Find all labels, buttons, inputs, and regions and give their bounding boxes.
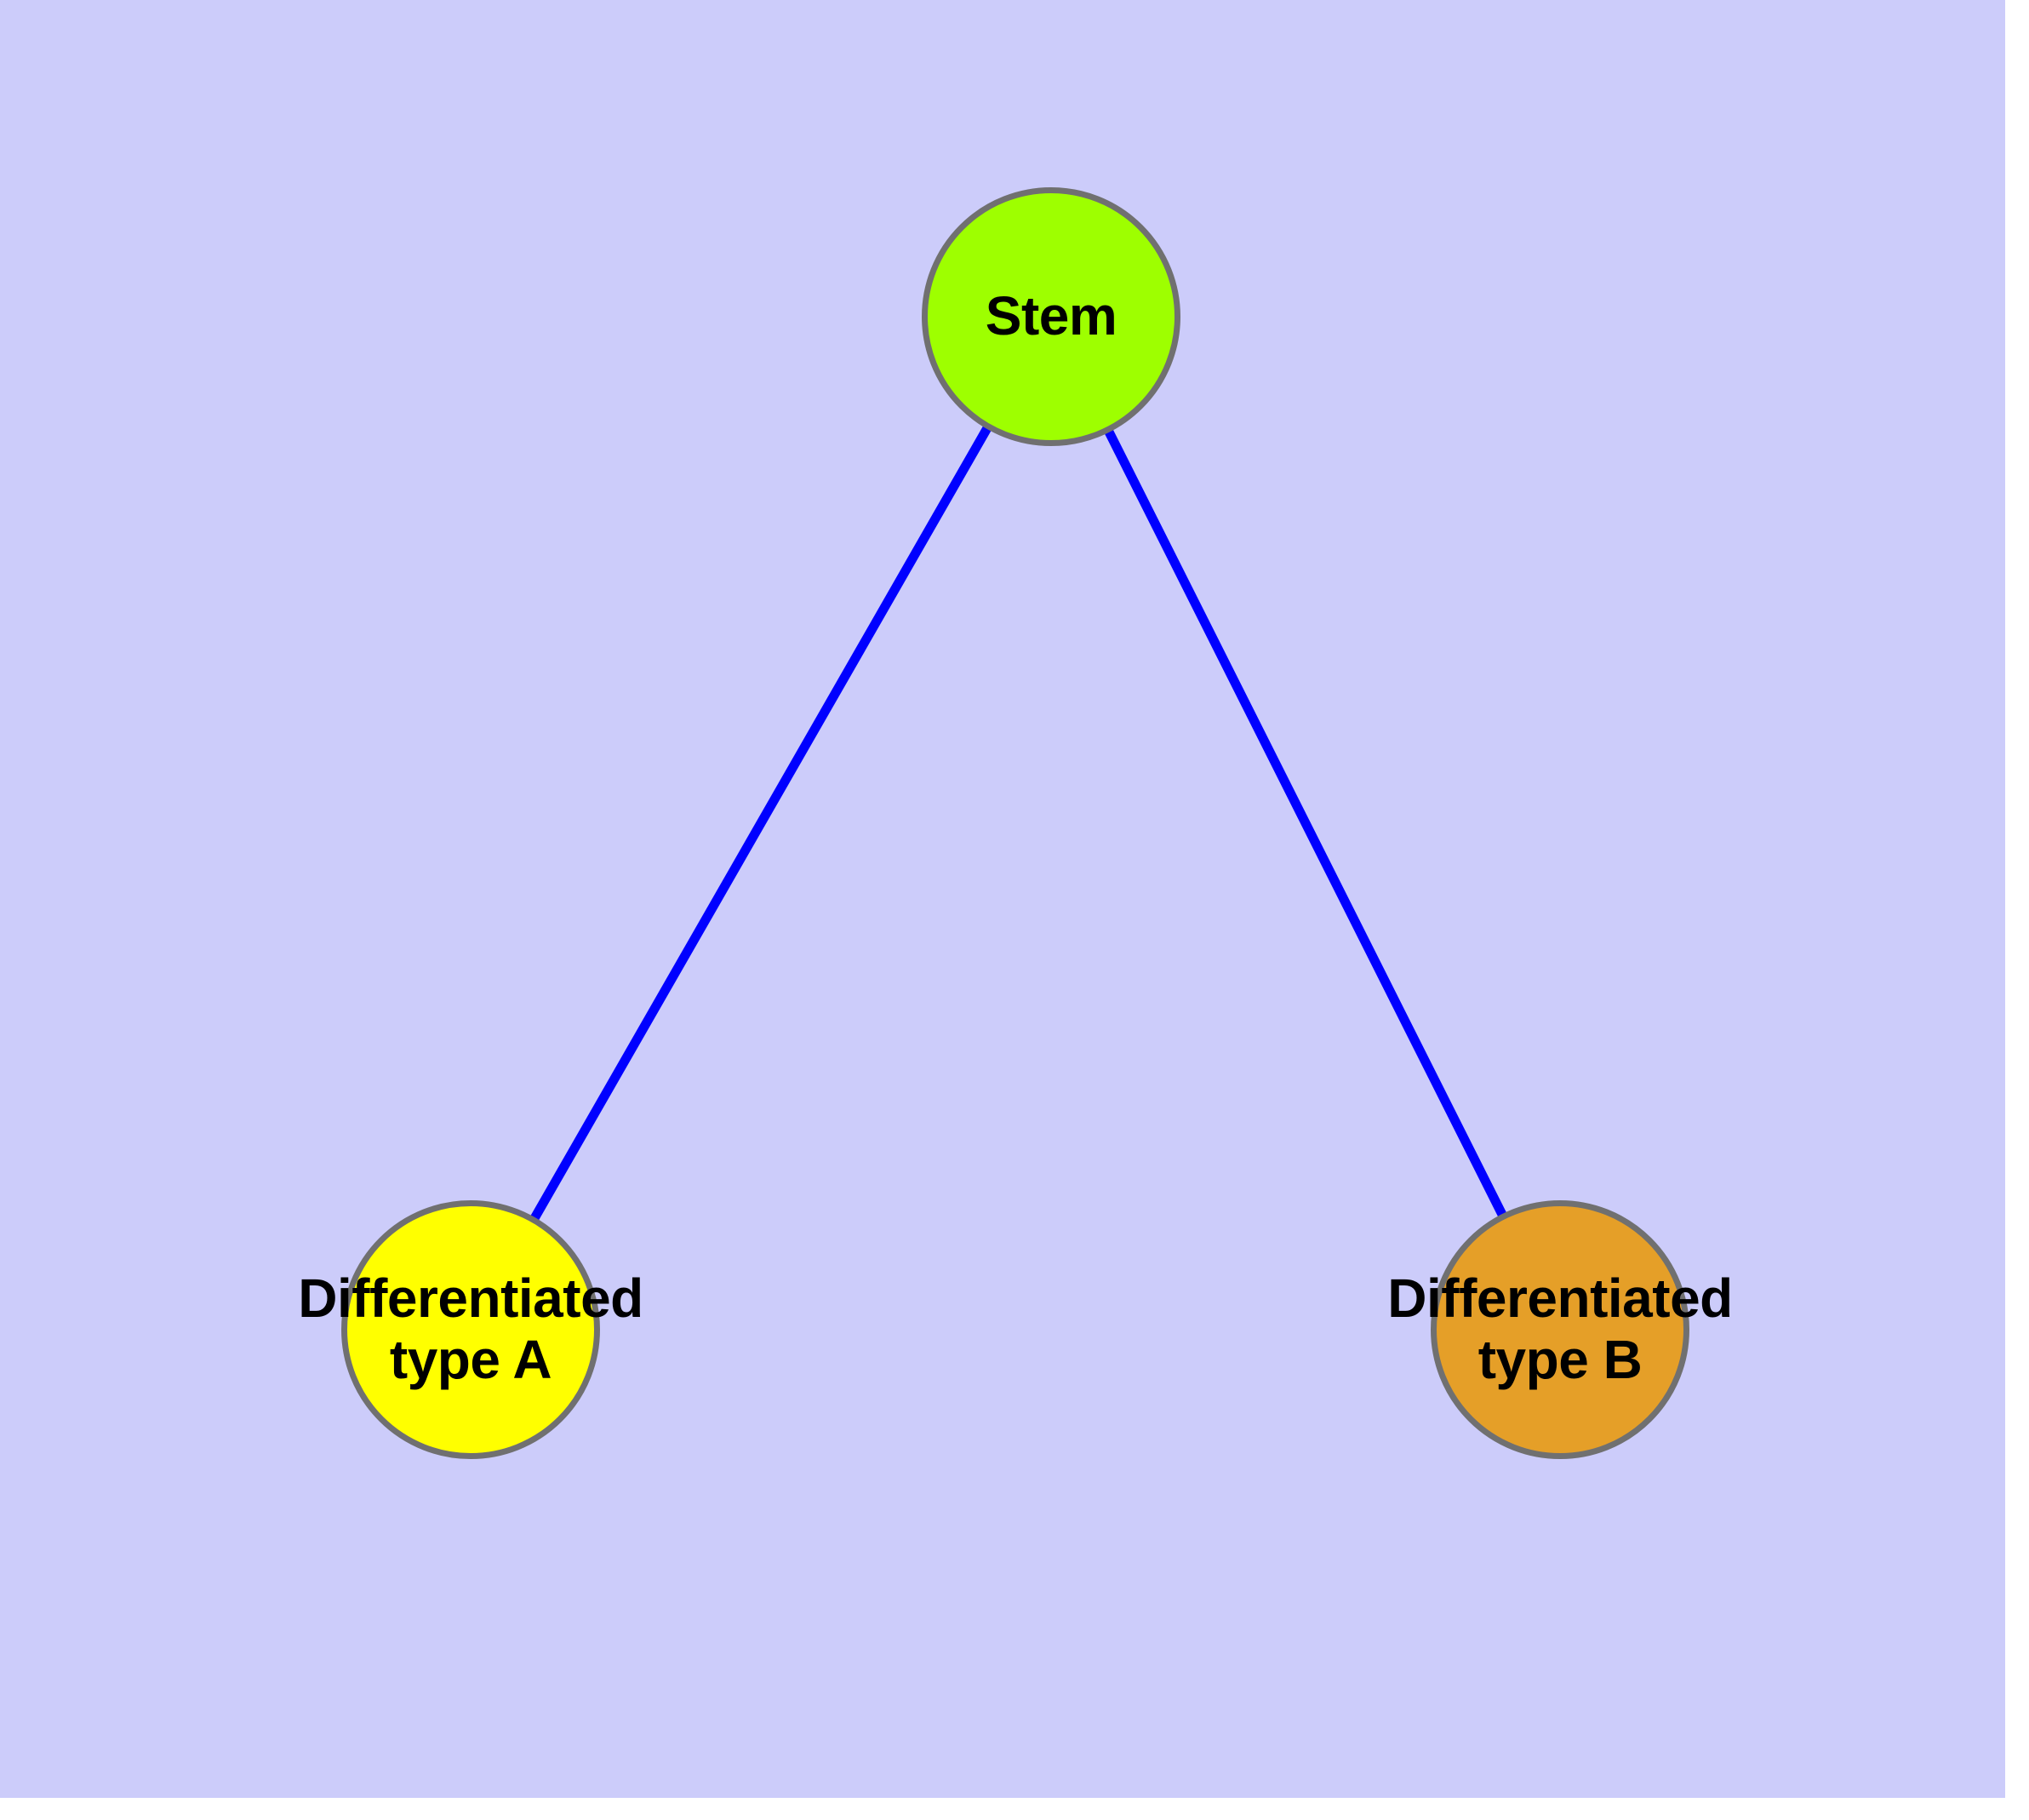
node-differentiated-type-b[interactable] xyxy=(1431,1200,1689,1459)
node-differentiated-type-a[interactable] xyxy=(341,1200,600,1459)
edge-layer xyxy=(529,422,1508,1224)
edge-stem-to-differentiated-type-b xyxy=(1103,426,1508,1221)
node-stem[interactable] xyxy=(922,187,1180,446)
edge-stem-to-differentiated-type-a xyxy=(529,422,992,1224)
